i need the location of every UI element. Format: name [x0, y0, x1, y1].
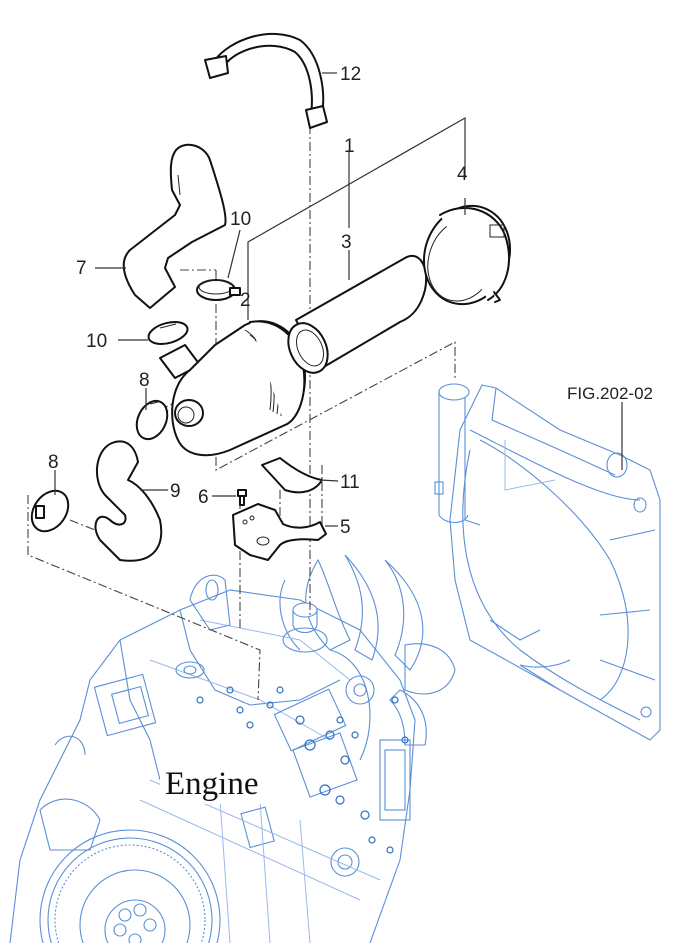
part-12-mounting-band[interactable] — [204, 32, 328, 129]
injection-pump — [273, 688, 370, 820]
callout-11[interactable]: 11 — [340, 472, 360, 493]
part-9-intake-hose-lower[interactable] — [94, 440, 163, 562]
flywheel — [39, 829, 221, 943]
part-10-hose-clamp-upper[interactable] — [196, 279, 241, 301]
engine-label: Engine — [165, 766, 258, 802]
part-10-hose-clamp-lower[interactable] — [146, 318, 190, 348]
engine-illustration — [9, 554, 456, 943]
fan-shroud — [434, 383, 661, 741]
part-3-filter-element[interactable] — [281, 255, 428, 379]
part-11-rubber-pad[interactable] — [261, 457, 323, 494]
callout-10-lower[interactable]: 10 — [86, 331, 107, 352]
part-7-intake-hose-upper[interactable] — [122, 143, 227, 309]
callout-4[interactable]: 4 — [457, 164, 468, 185]
part-6-bolt[interactable] — [237, 489, 247, 506]
callout-labels: 12 1 4 10 3 7 2 10 8 8 9 6 11 5 FIG.202-… — [48, 64, 653, 538]
part-4-cover[interactable] — [410, 194, 523, 317]
callout-7[interactable]: 7 — [76, 258, 87, 279]
callout-6[interactable]: 6 — [198, 487, 209, 508]
callout-1[interactable]: 1 — [344, 136, 355, 157]
callout-2[interactable]: 2 — [240, 290, 251, 311]
callout-5[interactable]: 5 — [340, 517, 351, 538]
engine-label-group: Engine — [160, 762, 290, 804]
callout-9[interactable]: 9 — [170, 481, 181, 502]
callout-8-upper[interactable]: 8 — [139, 370, 150, 391]
part-5-bracket[interactable] — [232, 503, 327, 561]
callout-3[interactable]: 3 — [341, 232, 352, 253]
callout-12[interactable]: 12 — [340, 64, 361, 85]
figure-reference-label[interactable]: FIG.202-02 — [567, 384, 653, 403]
part-8-hose-clamp-lower[interactable] — [24, 484, 75, 538]
part-2-air-cleaner-body[interactable] — [159, 320, 306, 457]
cooling-fan — [279, 554, 456, 746]
part-8-hose-clamp-upper[interactable] — [131, 396, 173, 444]
callout-8-lower[interactable]: 8 — [48, 452, 59, 473]
callout-10-upper[interactable]: 10 — [230, 209, 251, 230]
leader-lines — [54, 72, 623, 527]
